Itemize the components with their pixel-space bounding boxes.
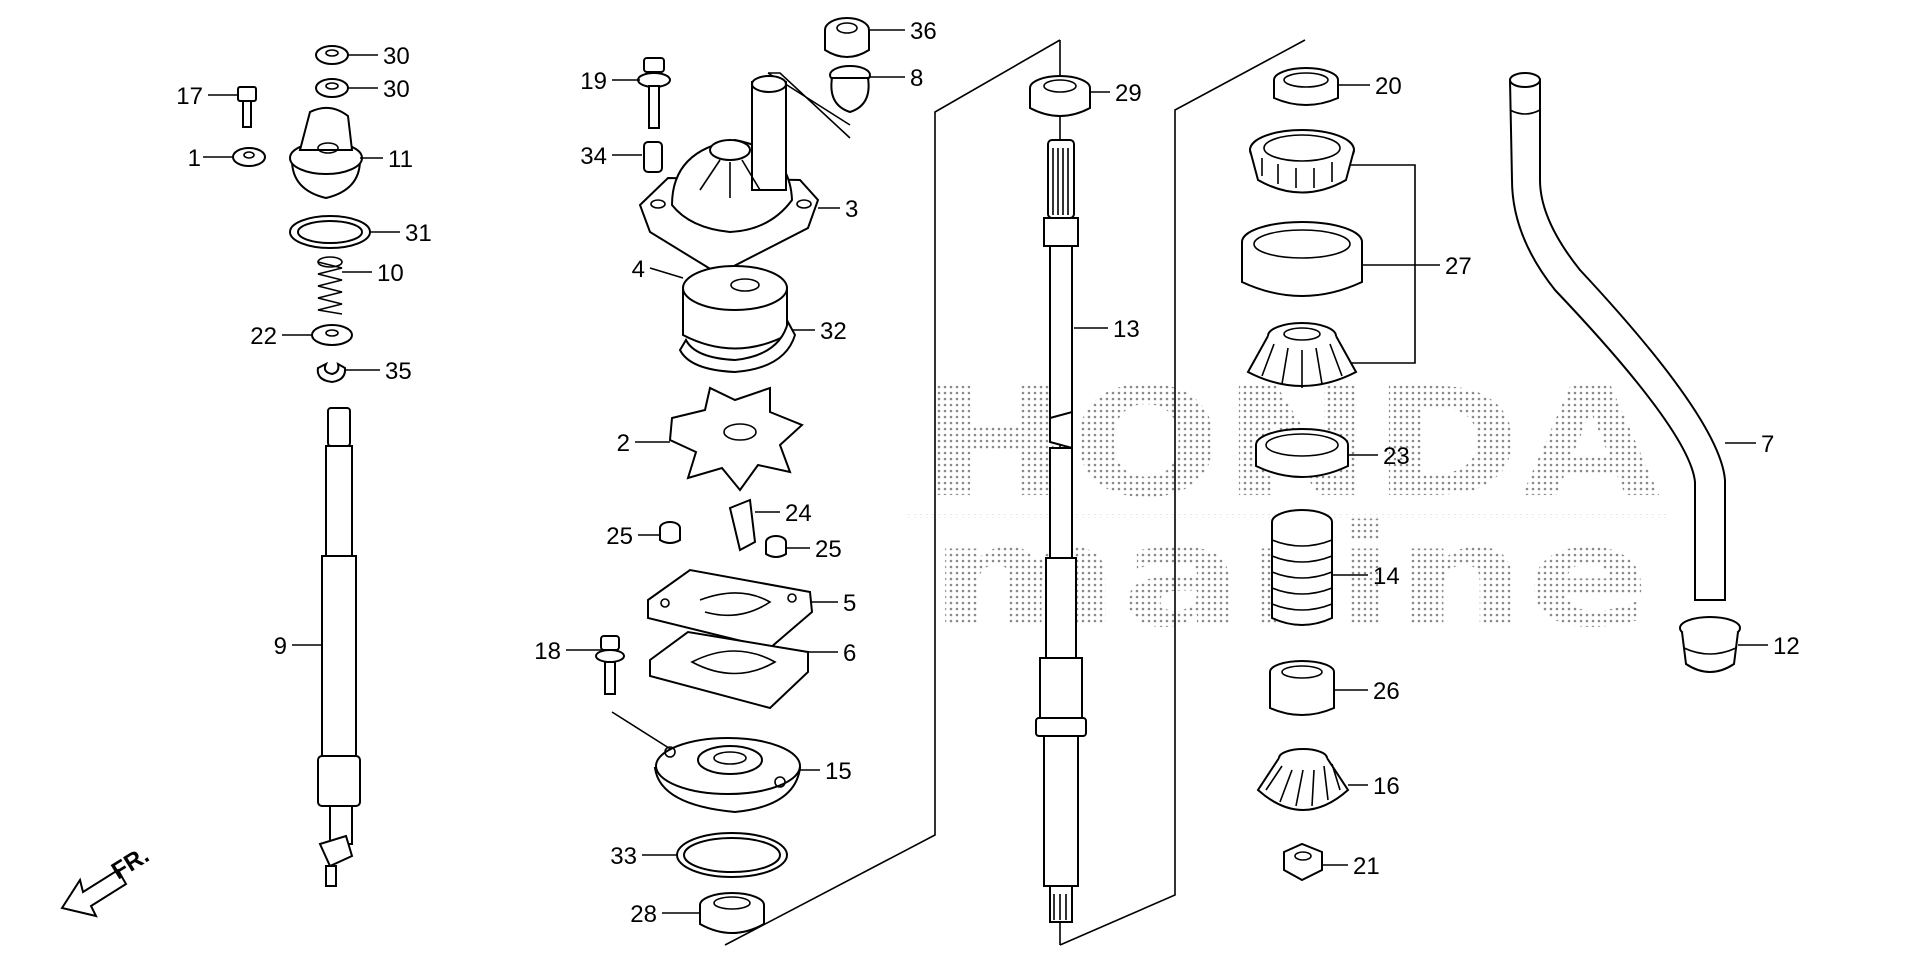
part-25-pin-right: [765, 535, 787, 558]
part-19-bolt: [637, 57, 671, 129]
bracket-27: [1348, 164, 1416, 364]
part-1-washer: [232, 147, 266, 167]
part-18-bolt: [595, 635, 625, 695]
callout-13: 13: [1113, 316, 1140, 343]
callout-14: 14: [1373, 563, 1400, 590]
callout-3: 3: [845, 196, 858, 223]
callout-33: 33: [610, 843, 637, 870]
part-26-needle-bearing: [1269, 660, 1335, 716]
front-arrow-icon: [60, 868, 128, 918]
part-11-shift-cam: [289, 106, 363, 200]
part-17-bolt: [237, 86, 257, 128]
bracket-18-15: [611, 711, 673, 751]
callout-22: 22: [250, 323, 277, 350]
callout-5: 5: [843, 590, 856, 617]
part-9-shift-rod: [317, 407, 361, 887]
callout-6: 6: [843, 640, 856, 667]
callout-9: 9: [274, 633, 287, 660]
part-36-collar: [824, 17, 870, 58]
callout-36: 36: [910, 18, 937, 45]
callout-30-bottom: 30: [383, 76, 410, 103]
callout-28: 28: [630, 901, 657, 928]
part-8-grommet: [829, 65, 871, 114]
part-27-bearing-upper: [1249, 129, 1355, 194]
callout-31: 31: [405, 220, 432, 247]
callout-25-right: 25: [815, 536, 842, 563]
callout-17: 17: [176, 83, 203, 110]
callout-10: 10: [377, 260, 404, 287]
callout-1: 1: [188, 145, 201, 172]
callout-18: 18: [534, 638, 561, 665]
callout-29: 29: [1115, 80, 1142, 107]
callout-16: 16: [1373, 773, 1400, 800]
callout-19: 19: [580, 68, 607, 95]
callout-35: 35: [385, 358, 412, 385]
callout-23: 23: [1383, 443, 1410, 470]
part-22-washer: [311, 324, 353, 346]
part-5-plate: [647, 568, 814, 650]
part-12-grommet: [1679, 616, 1741, 673]
part-16-pinion-gear: [1256, 748, 1350, 811]
part-28-seal: [699, 892, 765, 934]
part-25-pin-left: [659, 521, 681, 544]
callout-11: 11: [388, 146, 413, 173]
part-24-key: [728, 498, 757, 552]
bracket-3-8: [768, 72, 851, 139]
callout-8: 8: [910, 65, 923, 92]
callout-20: 20: [1375, 73, 1402, 100]
callout-4: 4: [632, 256, 645, 283]
part-23-ring: [1255, 428, 1349, 478]
callout-12: 12: [1773, 633, 1800, 660]
part-27-bearing-race: [1241, 221, 1363, 297]
part-7-water-tube: [1508, 72, 1726, 601]
part-30-washer-bottom: [315, 78, 349, 98]
callout-25-left: 25: [606, 523, 633, 550]
part-27-bearing-lower: [1246, 322, 1358, 388]
callout-24: 24: [785, 500, 812, 527]
callout-7: 7: [1761, 431, 1774, 458]
part-3-pump-housing: [638, 75, 820, 272]
callout-21: 21: [1353, 853, 1380, 880]
part-6-gasket: [649, 630, 809, 710]
callout-labels: 1 2 3 4 5 6 7 8 9 10 11 12 13 14 15 16 1…: [176, 18, 1799, 928]
part-15-pump-base: [653, 737, 802, 814]
part-4-pump-liner: [682, 265, 788, 350]
part-30-washer-top: [315, 45, 349, 65]
front-direction-indicator: FR.: [60, 842, 154, 918]
callout-26: 26: [1373, 678, 1400, 705]
callout-32: 32: [820, 318, 847, 345]
callout-15: 15: [825, 758, 852, 785]
part-33-o-ring: [676, 832, 788, 878]
leader-lines: [203, 29, 1768, 914]
part-2-impeller: [668, 386, 804, 492]
part-13-vertical-shaft: [1035, 139, 1087, 923]
callout-30-top: 30: [383, 43, 410, 70]
bracket-left-section: [724, 39, 1061, 946]
bracket-right-section: [1059, 39, 1306, 946]
part-29-seal: [1029, 75, 1091, 117]
callout-34: 34: [580, 143, 607, 170]
part-31-o-ring: [289, 215, 371, 249]
part-10-spring: [317, 256, 343, 315]
part-32-gasket: [678, 319, 797, 374]
part-21-nut: [1283, 842, 1323, 882]
part-35-clip: [316, 361, 347, 384]
callout-27: 27: [1445, 253, 1472, 280]
callout-2: 2: [617, 430, 630, 457]
part-20-nut: [1273, 67, 1339, 106]
part-34-dowel: [643, 141, 663, 173]
part-14-sleeve: [1271, 509, 1333, 626]
